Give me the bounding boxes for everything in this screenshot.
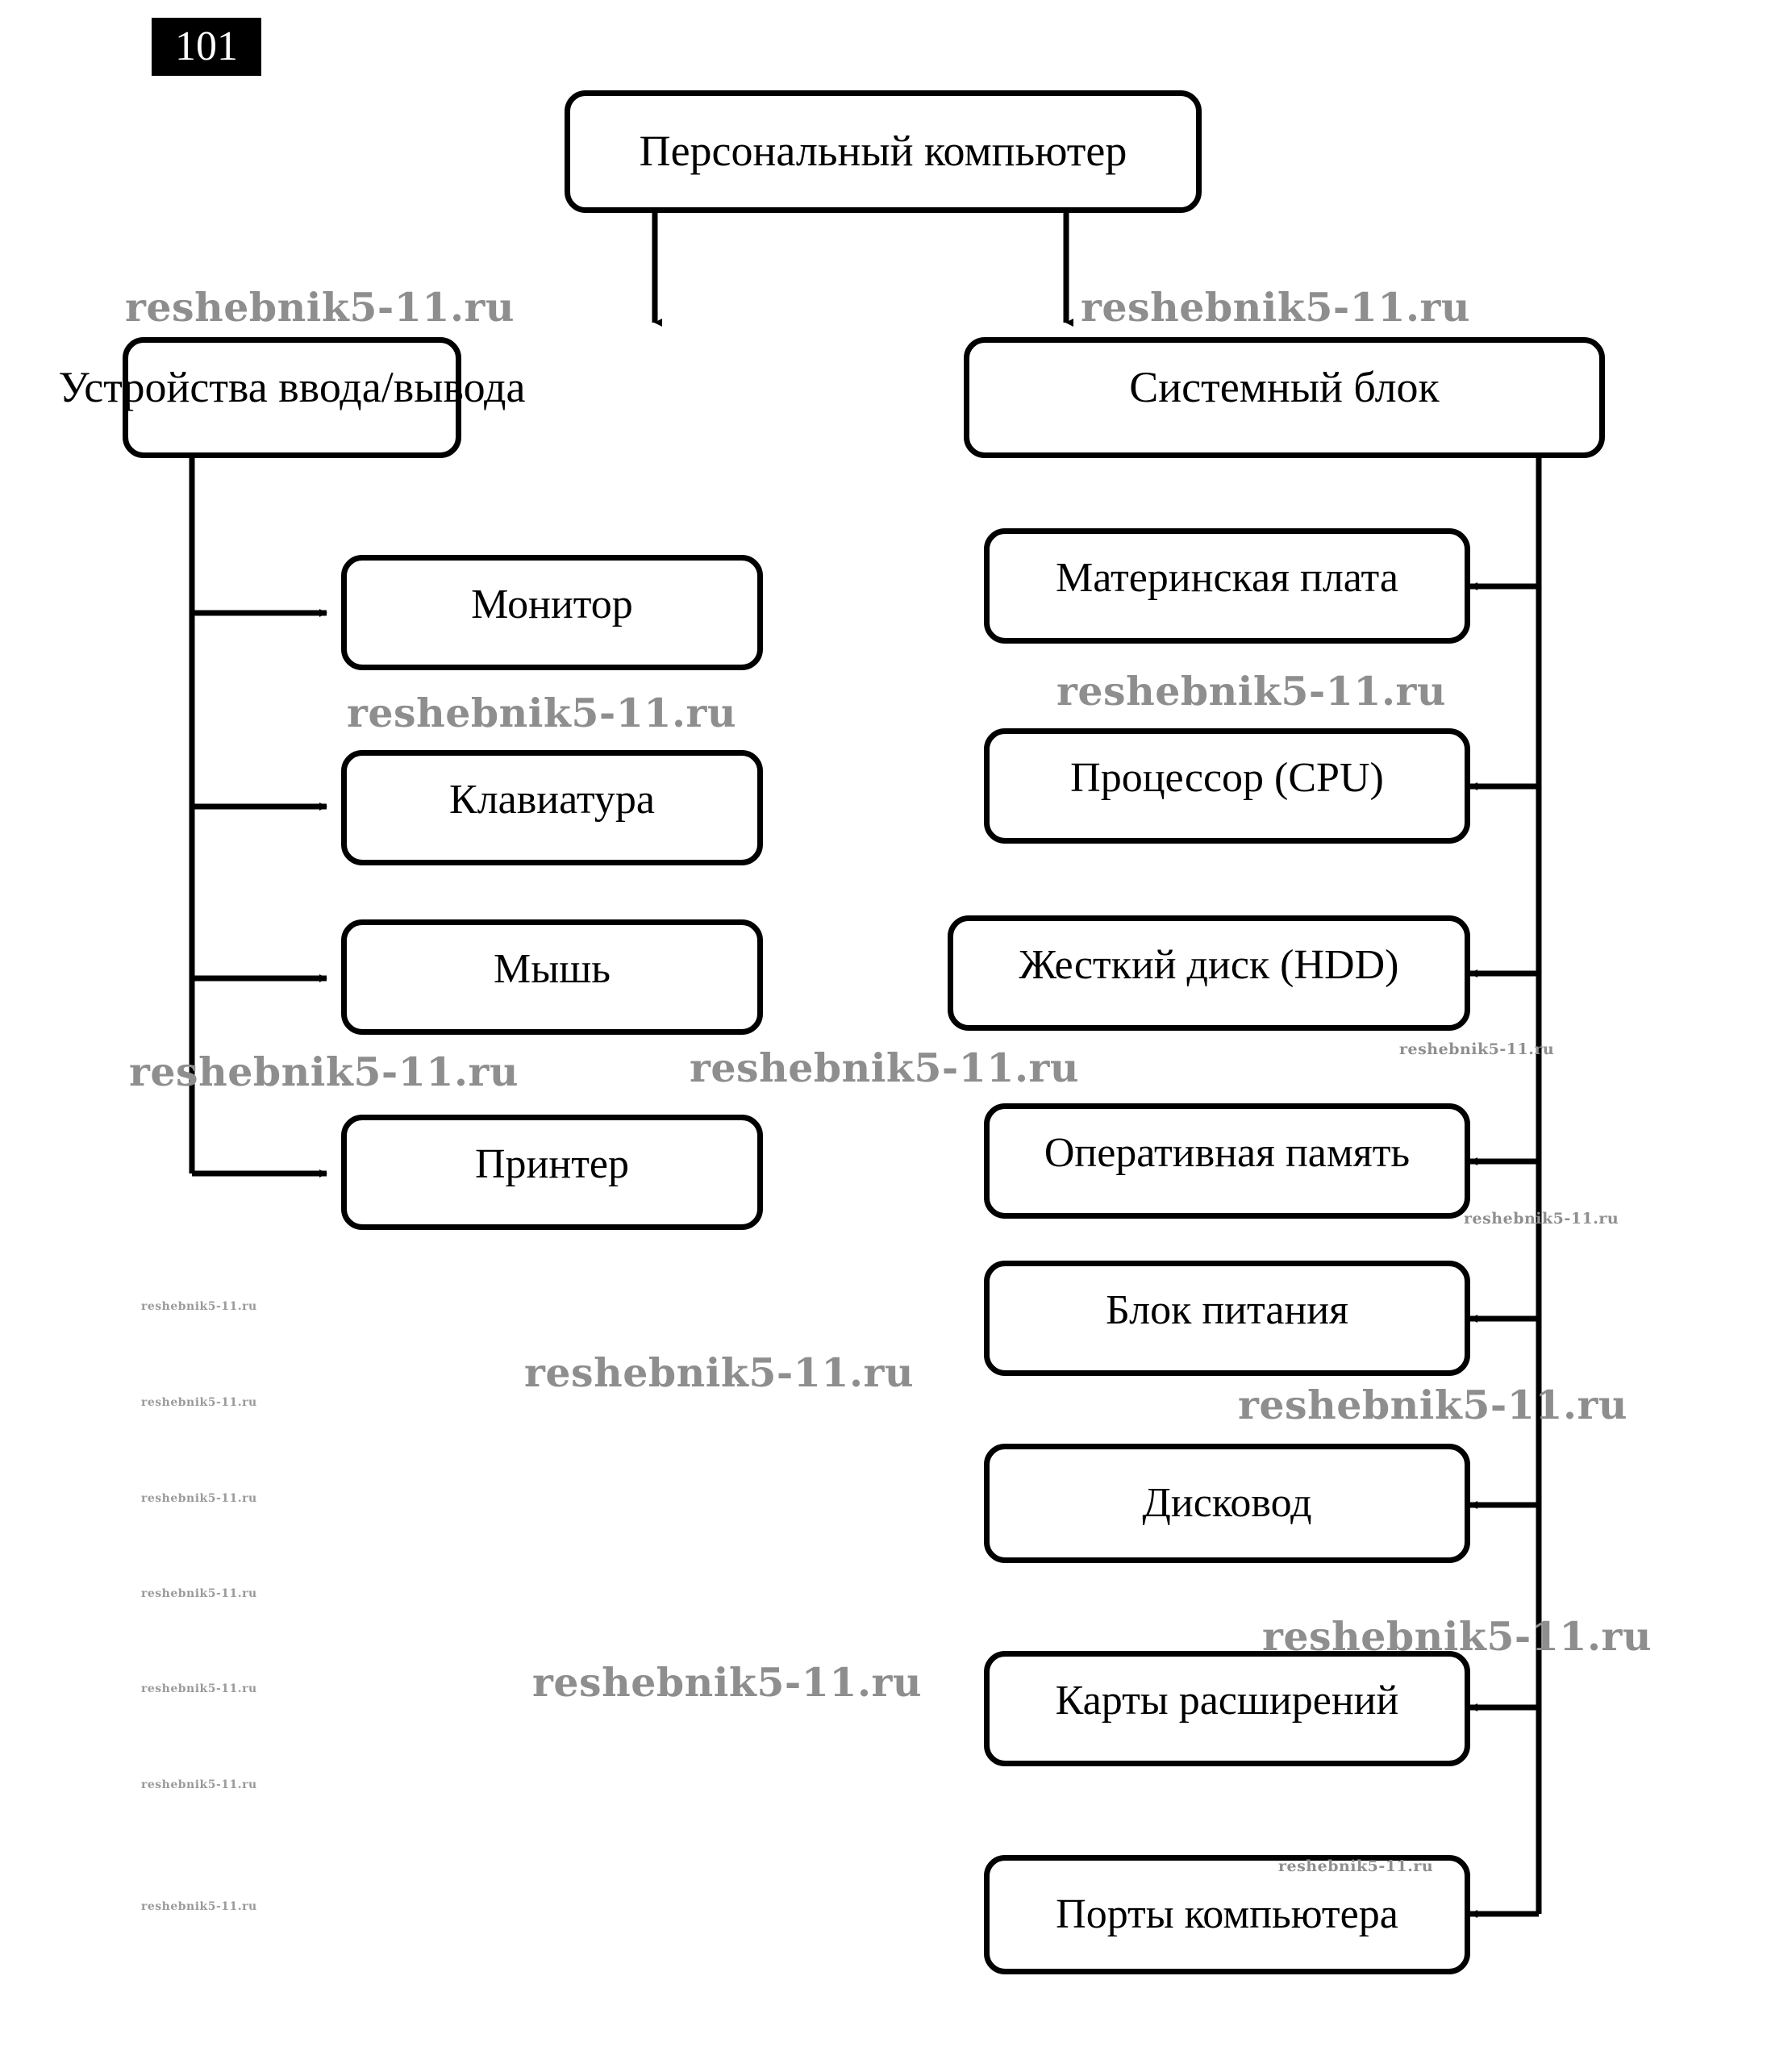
node-hard-disk[interactable]: Жесткий диск (HDD) — [948, 915, 1470, 1031]
node-label: Мышь — [494, 946, 611, 992]
node-system-unit[interactable]: Системный блок — [964, 337, 1605, 458]
node-keyboard[interactable]: Клавиатура — [341, 750, 763, 865]
node-cpu[interactable]: Процессор (CPU) — [984, 728, 1470, 844]
node-label: Порты компьютера — [1056, 1891, 1398, 1938]
node-personal-computer[interactable]: Персональный компьютер — [565, 90, 1202, 213]
node-monitor[interactable]: Монитор — [341, 555, 763, 670]
node-label: Дисковод — [1142, 1480, 1312, 1527]
node-label: Принтер — [474, 1141, 629, 1187]
node-label: Процессор (CPU) — [1070, 755, 1384, 801]
node-computer-ports[interactable]: Порты компьютера — [984, 1855, 1470, 1974]
node-label: Блок питания — [1105, 1287, 1349, 1333]
node-label: Персональный компьютер — [639, 127, 1127, 176]
page-number-badge: 101 — [152, 18, 261, 76]
node-label: Материнская плата — [1056, 555, 1398, 601]
node-ram[interactable]: Оперативная память — [984, 1103, 1470, 1219]
node-io-devices[interactable]: Устройства ввода/вывода — [59, 337, 526, 458]
node-label: Жесткий диск (HDD) — [1019, 942, 1399, 988]
node-label: Оперативная память — [1044, 1130, 1411, 1176]
node-disk-drive[interactable]: Дисковод — [984, 1444, 1470, 1563]
node-label: Устройства ввода/вывода — [58, 363, 526, 411]
node-printer[interactable]: Принтер — [341, 1115, 763, 1230]
node-expansion-cards[interactable]: Карты расширений — [984, 1651, 1470, 1766]
node-motherboard[interactable]: Материнская плата — [984, 528, 1470, 644]
node-label: Карты расширений — [1055, 1678, 1399, 1724]
node-label: Системный блок — [1129, 363, 1440, 411]
node-label: Клавиатура — [449, 777, 655, 823]
node-power-supply[interactable]: Блок питания — [984, 1261, 1470, 1376]
node-label: Монитор — [471, 582, 633, 627]
node-mouse[interactable]: Мышь — [341, 919, 763, 1035]
